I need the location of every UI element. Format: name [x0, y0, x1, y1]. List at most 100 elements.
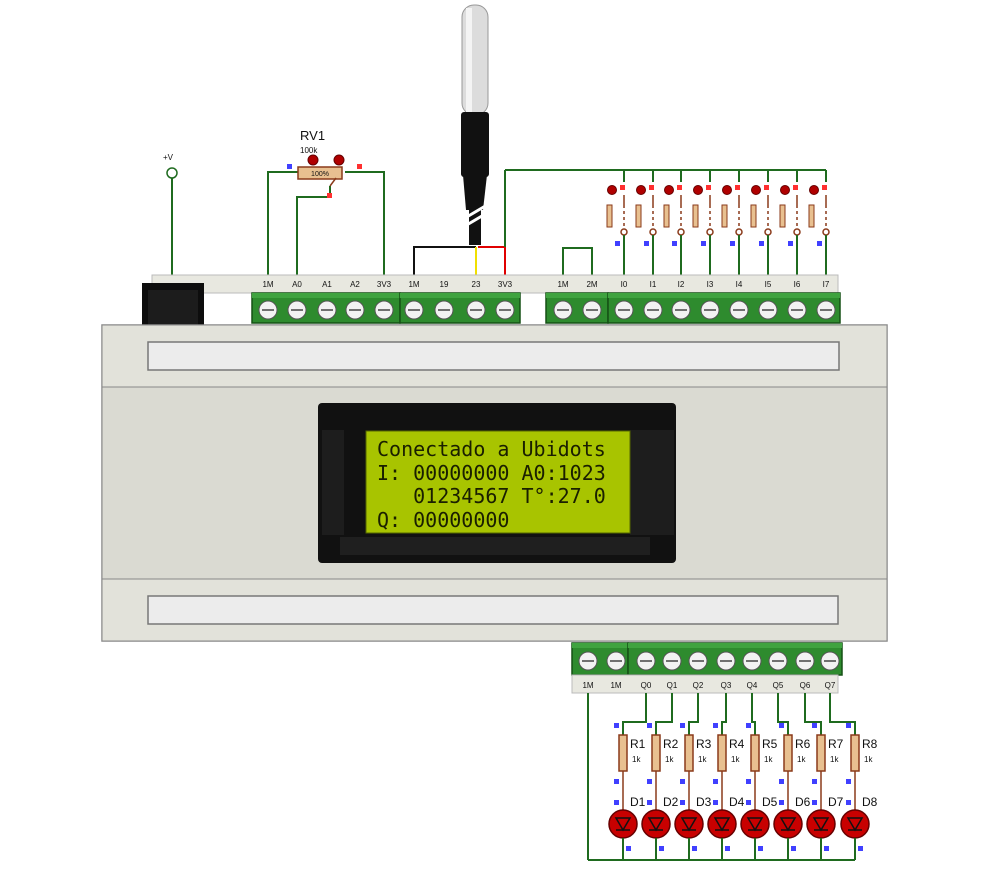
resistor-value-label: 1k: [665, 755, 674, 764]
resistor-r6: [783, 734, 793, 772]
terminal-label-inputs-3: I3: [707, 280, 714, 289]
output-terminal-label-8: Q6: [800, 681, 811, 690]
led-name-label: D4: [729, 795, 745, 809]
output-terminal-label-7: Q5: [773, 681, 784, 690]
resistor-r2: [651, 734, 661, 772]
pot-adjust-up-icon[interactable]: [333, 154, 345, 166]
switch-button-icon[interactable]: [780, 185, 790, 195]
output-terminal-label-9: Q7: [825, 681, 836, 690]
output-label-strip: [571, 674, 839, 694]
resistor-r3: [684, 734, 694, 772]
resistor-name-label: R2: [663, 737, 679, 751]
terminal-label-sensor-1: 19: [440, 280, 449, 289]
terminal-label-sensor-2: 23: [472, 280, 481, 289]
terminal-label-sensor-0: 1M: [408, 280, 419, 289]
resistor-value-label: 1k: [731, 755, 740, 764]
terminal-blocks-bottom: [571, 642, 843, 676]
terminal-label-inputs-1: I1: [650, 280, 657, 289]
resistor-value-label: 1k: [698, 755, 707, 764]
output-terminal-label-1: 1M: [610, 681, 621, 690]
pot-adjust-down-icon[interactable]: [307, 154, 319, 166]
led-icon: [740, 809, 770, 839]
terminal-blocks-top: [251, 292, 841, 324]
resistor-name-label: R8: [862, 737, 878, 751]
led-name-label: D7: [828, 795, 844, 809]
pot-value-label: 100k: [300, 146, 318, 155]
supply-label: +V: [163, 153, 174, 162]
pot-name-label: RV1: [300, 128, 325, 143]
input-switches: [606, 170, 830, 278]
resistor-r5: [750, 734, 760, 772]
terminal-block-inputs: [607, 292, 841, 324]
input-switch-1[interactable]: [635, 170, 657, 278]
supply-terminal: +V: [163, 153, 178, 179]
led-name-label: D8: [862, 795, 878, 809]
switch-button-icon[interactable]: [809, 185, 819, 195]
terminal-label-analog-4: 3V3: [377, 280, 392, 289]
lcd-line-2: I: 00000000 A0:1023: [377, 461, 606, 485]
input-switch-5[interactable]: [750, 170, 772, 278]
resistor-value-label: 1k: [830, 755, 839, 764]
input-switch-0[interactable]: [606, 170, 628, 278]
led-icon: [608, 809, 638, 839]
led-name-label: D6: [795, 795, 811, 809]
switch-button-icon[interactable]: [693, 185, 703, 195]
switch-button-icon[interactable]: [636, 185, 646, 195]
resistor-name-label: R5: [762, 737, 778, 751]
switch-button-icon[interactable]: [751, 185, 761, 195]
terminal-label-common-1: 2M: [586, 280, 597, 289]
output-terminal-label-0: 1M: [582, 681, 593, 690]
resistor-name-label: R1: [630, 737, 646, 751]
output-terminal-label-4: Q2: [693, 681, 704, 690]
temperature-probe: [461, 4, 489, 245]
resistor-value-label: 1k: [764, 755, 773, 764]
led-icon: [641, 809, 671, 839]
input-switch-4[interactable]: [721, 170, 743, 278]
terminal-block-output-common: [571, 642, 629, 676]
terminal-block-common: [545, 292, 609, 324]
output-circuit: R11kD1R21kD2R31kD3R41kD4R51kD5R61kD6R71k…: [587, 693, 878, 861]
potentiometer-rv1[interactable]: RV1 100k 100%: [287, 128, 362, 198]
lcd-line-1: Conectado a Ubidots: [377, 437, 606, 461]
lcd-line-3: 01234567 T°:27.0: [377, 484, 606, 508]
led-icon: [840, 809, 870, 839]
led-icon: [707, 809, 737, 839]
terminal-label-inputs-7: I7: [823, 280, 830, 289]
terminal-label-analog-3: A2: [350, 280, 360, 289]
lcd-line-4: Q: 00000000: [377, 508, 509, 532]
input-switch-7[interactable]: [808, 170, 830, 278]
resistor-name-label: R3: [696, 737, 712, 751]
terminal-label-inputs-0: I0: [621, 280, 628, 289]
input-switch-2[interactable]: [663, 170, 685, 278]
terminal-label-sensor-3: 3V3: [498, 280, 513, 289]
output-terminal-label-6: Q4: [747, 681, 758, 690]
resistor-r7: [816, 734, 826, 772]
terminal-label-inputs-2: I2: [678, 280, 685, 289]
switch-button-icon[interactable]: [664, 185, 674, 195]
top-wiring: [171, 169, 826, 278]
input-switch-6[interactable]: [779, 170, 801, 278]
resistor-name-label: R4: [729, 737, 745, 751]
resistor-name-label: R6: [795, 737, 811, 751]
lcd-screen: [365, 430, 631, 534]
switch-button-icon[interactable]: [722, 185, 732, 195]
terminal-label-analog-0: 1M: [262, 280, 273, 289]
switch-button-icon[interactable]: [607, 185, 617, 195]
terminal-block-outputs: [627, 642, 843, 676]
terminal-label-inputs-6: I6: [794, 280, 801, 289]
resistor-name-label: R7: [828, 737, 844, 751]
led-name-label: D5: [762, 795, 778, 809]
input-switch-3[interactable]: [692, 170, 714, 278]
power-jack: [142, 283, 204, 325]
output-terminal-label-5: Q3: [721, 681, 732, 690]
resistor-r4: [717, 734, 727, 772]
resistor-r1: [618, 734, 628, 772]
